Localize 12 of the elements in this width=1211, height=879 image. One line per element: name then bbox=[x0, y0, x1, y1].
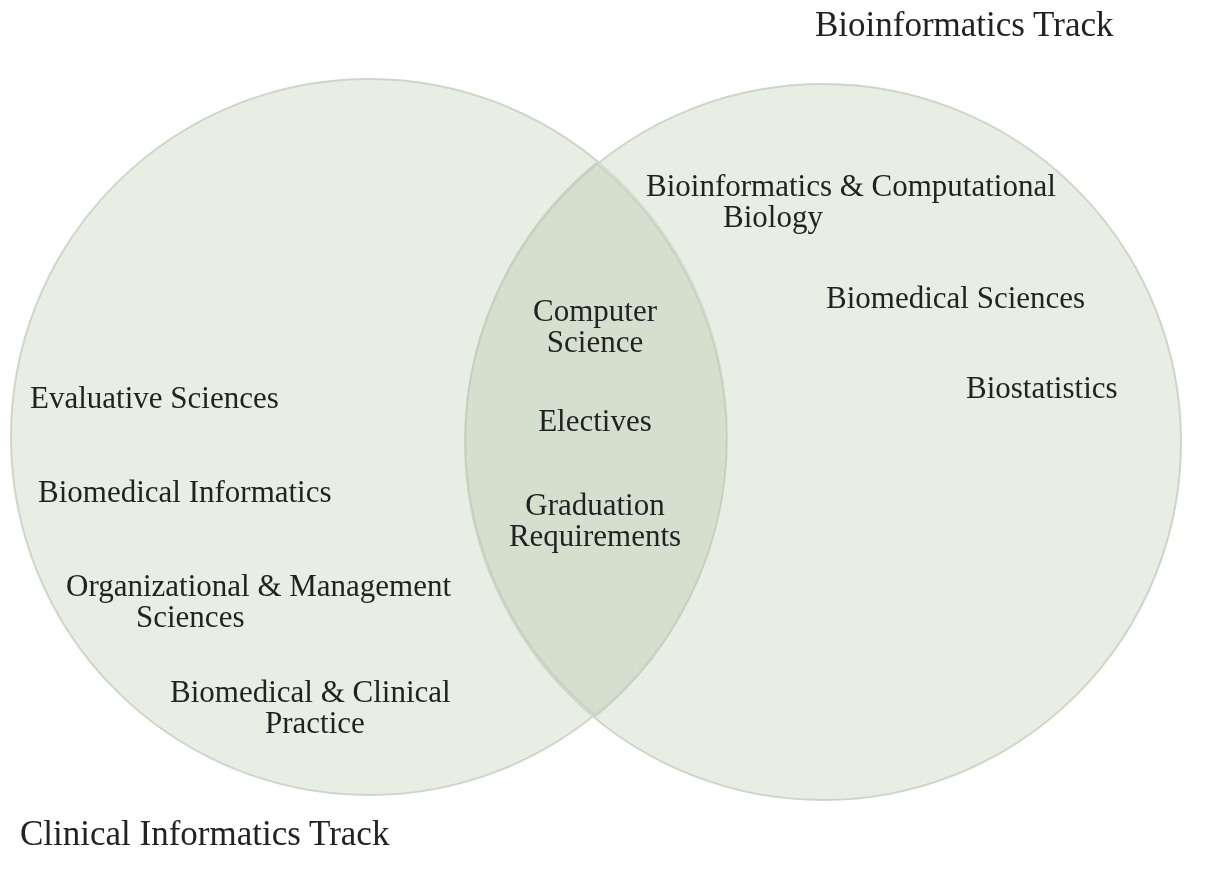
subject-label: Biomedical Informatics bbox=[38, 476, 333, 507]
subject-label: Biostatistics bbox=[966, 372, 1119, 403]
subject-label: Graduation Requirements bbox=[507, 489, 683, 551]
track-title: Bioinformatics Track bbox=[815, 6, 1115, 44]
subject-label: Evaluative Sciences bbox=[30, 382, 280, 413]
subject-label: Biomedical Sciences bbox=[826, 282, 1087, 313]
subject-label: Computer Science bbox=[532, 295, 658, 357]
subject-label: Biomedical & Clinical Practice bbox=[170, 676, 452, 738]
subject-label: Electives bbox=[537, 405, 653, 436]
track-title: Clinical Informatics Track bbox=[20, 815, 391, 853]
subject-label: Bioinformatics & Computational Biology bbox=[646, 170, 1057, 232]
subject-label: Organizational & Management Sciences bbox=[66, 570, 453, 632]
